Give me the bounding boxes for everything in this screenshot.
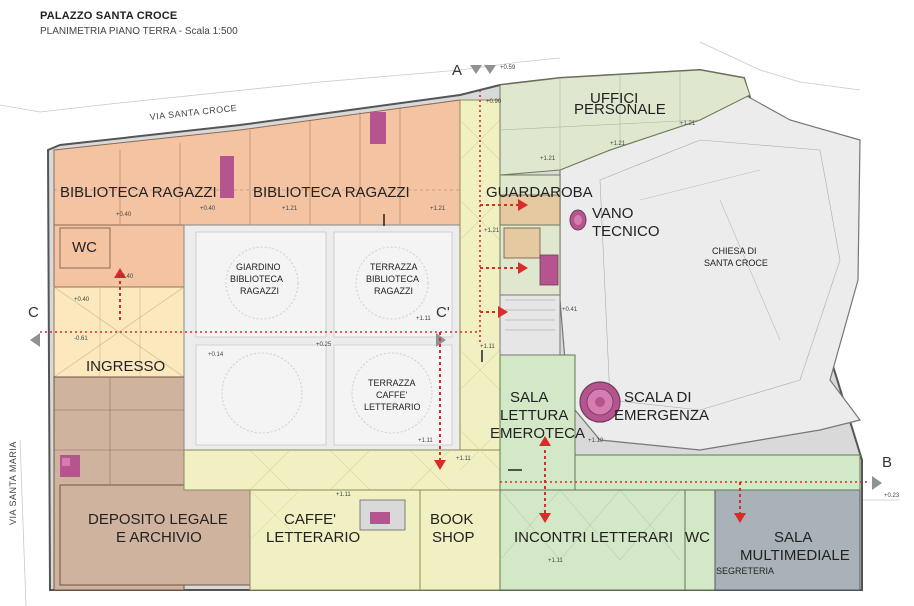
- label-terrazza-bib-2: BIBLIOTECA: [366, 274, 419, 284]
- svg-text:+1.21: +1.21: [680, 121, 696, 127]
- svg-text:B: B: [882, 454, 892, 471]
- svg-text:+1.11: +1.11: [480, 344, 495, 350]
- label-sala-lettura-2: LETTURA: [500, 407, 568, 424]
- label-guardaroba: GUARDAROBA: [486, 184, 593, 201]
- svg-text:+1.21: +1.21: [540, 156, 556, 162]
- svg-text:+0.14: +0.14: [208, 352, 224, 358]
- svg-text:+1.11: +1.11: [418, 438, 433, 444]
- svg-text:+0.40: +0.40: [116, 212, 132, 218]
- courtyard: [183, 224, 461, 451]
- svg-text:+0.59: +0.59: [500, 65, 516, 71]
- label-chiesa-2: SANTA CROCE: [704, 258, 768, 268]
- wall-ticks: [383, 214, 522, 471]
- svg-text:+1.11: +1.11: [456, 456, 471, 462]
- label-wc-2: WC: [685, 529, 710, 546]
- label-segreteria: SEGRETERIA: [716, 566, 774, 576]
- scala-emergenza-icon: [579, 381, 621, 423]
- sala-lettura-block: [499, 354, 576, 491]
- plan-title: PALAZZO SANTA CROCE: [40, 10, 178, 22]
- section-a-marker: A: [452, 62, 496, 79]
- svg-text:+1.11: +1.11: [416, 316, 431, 322]
- label-sala-lettura-3: EMEROTECA: [490, 425, 585, 442]
- label-deposito-2: E ARCHIVIO: [116, 529, 202, 546]
- label-terrazza-caffe-3: LETTERARIO: [364, 402, 421, 412]
- circulation-arrows: [119, 204, 741, 515]
- plan-subtitle: PLANIMETRIA PIANO TERRA - Scala 1:500: [40, 26, 238, 37]
- street-via-santa-croce: VIA SANTA CROCE: [149, 103, 237, 122]
- label-giardino-2: BIBLIOTECA: [230, 274, 283, 284]
- svg-text:-0.61: -0.61: [74, 336, 88, 342]
- svg-text:+1.21: +1.21: [484, 228, 500, 234]
- label-vano-1: VANO: [592, 205, 633, 222]
- label-book-2: SHOP: [432, 529, 475, 546]
- context-lines: [0, 41, 900, 606]
- svg-text:+0.90: +0.90: [486, 99, 502, 105]
- label-biblioteca-ragazzi-1: BIBLIOTECA RAGAZZI: [60, 184, 217, 201]
- label-incontri: INCONTRI LETTERARI: [514, 529, 673, 546]
- label-giardino-1: GIARDINO: [236, 262, 281, 272]
- svg-text:+1.21: +1.21: [610, 141, 626, 147]
- guardaroba-block: [499, 174, 561, 356]
- svg-text:+1.11: +1.11: [548, 558, 563, 564]
- svg-text:C': C': [436, 304, 450, 321]
- svg-text:+1.10: +1.10: [588, 438, 604, 444]
- label-wc-1: WC: [72, 239, 97, 256]
- wc-area: [59, 227, 111, 269]
- svg-text:A: A: [452, 62, 462, 79]
- label-terrazza-caffe-1: TERRAZZA: [368, 378, 416, 388]
- label-ingresso: INGRESSO: [86, 358, 165, 375]
- caffe-block: [249, 489, 501, 591]
- svg-text:+0.41: +0.41: [562, 307, 578, 313]
- svg-text:+1.21: +1.21: [282, 206, 298, 212]
- svg-text:+0.40: +0.40: [200, 206, 216, 212]
- label-uffici-1: UFFICI: [590, 90, 638, 107]
- label-terrazza-caffe-2: CAFFE': [376, 390, 408, 400]
- label-chiesa-1: CHIESA DI: [712, 246, 757, 256]
- svg-text:+0.23: +0.23: [884, 493, 900, 499]
- label-book-1: BOOK: [430, 511, 473, 528]
- incontri-block: [499, 489, 716, 591]
- label-scala-1: SCALA DI: [624, 389, 692, 406]
- label-sala-multi-1: SALA: [774, 529, 812, 546]
- svg-text:+0.25: +0.25: [316, 342, 332, 348]
- label-sala-lettura-1: SALA: [510, 389, 548, 406]
- biblioteca-ragazzi-block: [53, 99, 461, 288]
- level-annotations: +0.59 +0.90 +1.21 +1.21 +1.21 +0.40 +0.4…: [74, 65, 900, 564]
- svg-text:+1.11: +1.11: [336, 492, 351, 498]
- label-vano-2: TECNICO: [592, 223, 660, 240]
- label-terrazza-bib-3: RAGAZZI: [374, 286, 413, 296]
- vano-tecnico-icon: [569, 209, 587, 231]
- svg-text:+0.40: +0.40: [74, 297, 90, 303]
- label-uffici-2: PERSONALE: [574, 101, 666, 118]
- label-caffe-2: LETTERARIO: [266, 529, 360, 546]
- label-caffe-1: CAFFE': [284, 511, 336, 528]
- label-sala-multi-2: MULTIMEDIALE: [740, 547, 850, 564]
- label-deposito-1: DEPOSITO LEGALE: [88, 511, 228, 528]
- section-lines: [40, 90, 870, 483]
- arrow-heads: [114, 199, 746, 523]
- section-b-marker: B: [872, 454, 892, 490]
- svg-text:C: C: [28, 304, 39, 321]
- label-terrazza-bib-1: TERRAZZA: [370, 262, 418, 272]
- uffici-block: [499, 69, 751, 176]
- svg-text:+0.40: +0.40: [118, 274, 134, 280]
- label-scala-2: EMERGENZA: [614, 407, 709, 424]
- stair-accents: [60, 112, 386, 477]
- label-biblioteca-ragazzi-2: BIBLIOTECA RAGAZZI: [253, 184, 410, 201]
- svg-text:+1.21: +1.21: [430, 206, 446, 212]
- label-giardino-3: RAGAZZI: [240, 286, 279, 296]
- section-c-marker: C: [28, 304, 40, 347]
- street-via-santa-maria: VIA SANTA MARIA: [8, 441, 18, 525]
